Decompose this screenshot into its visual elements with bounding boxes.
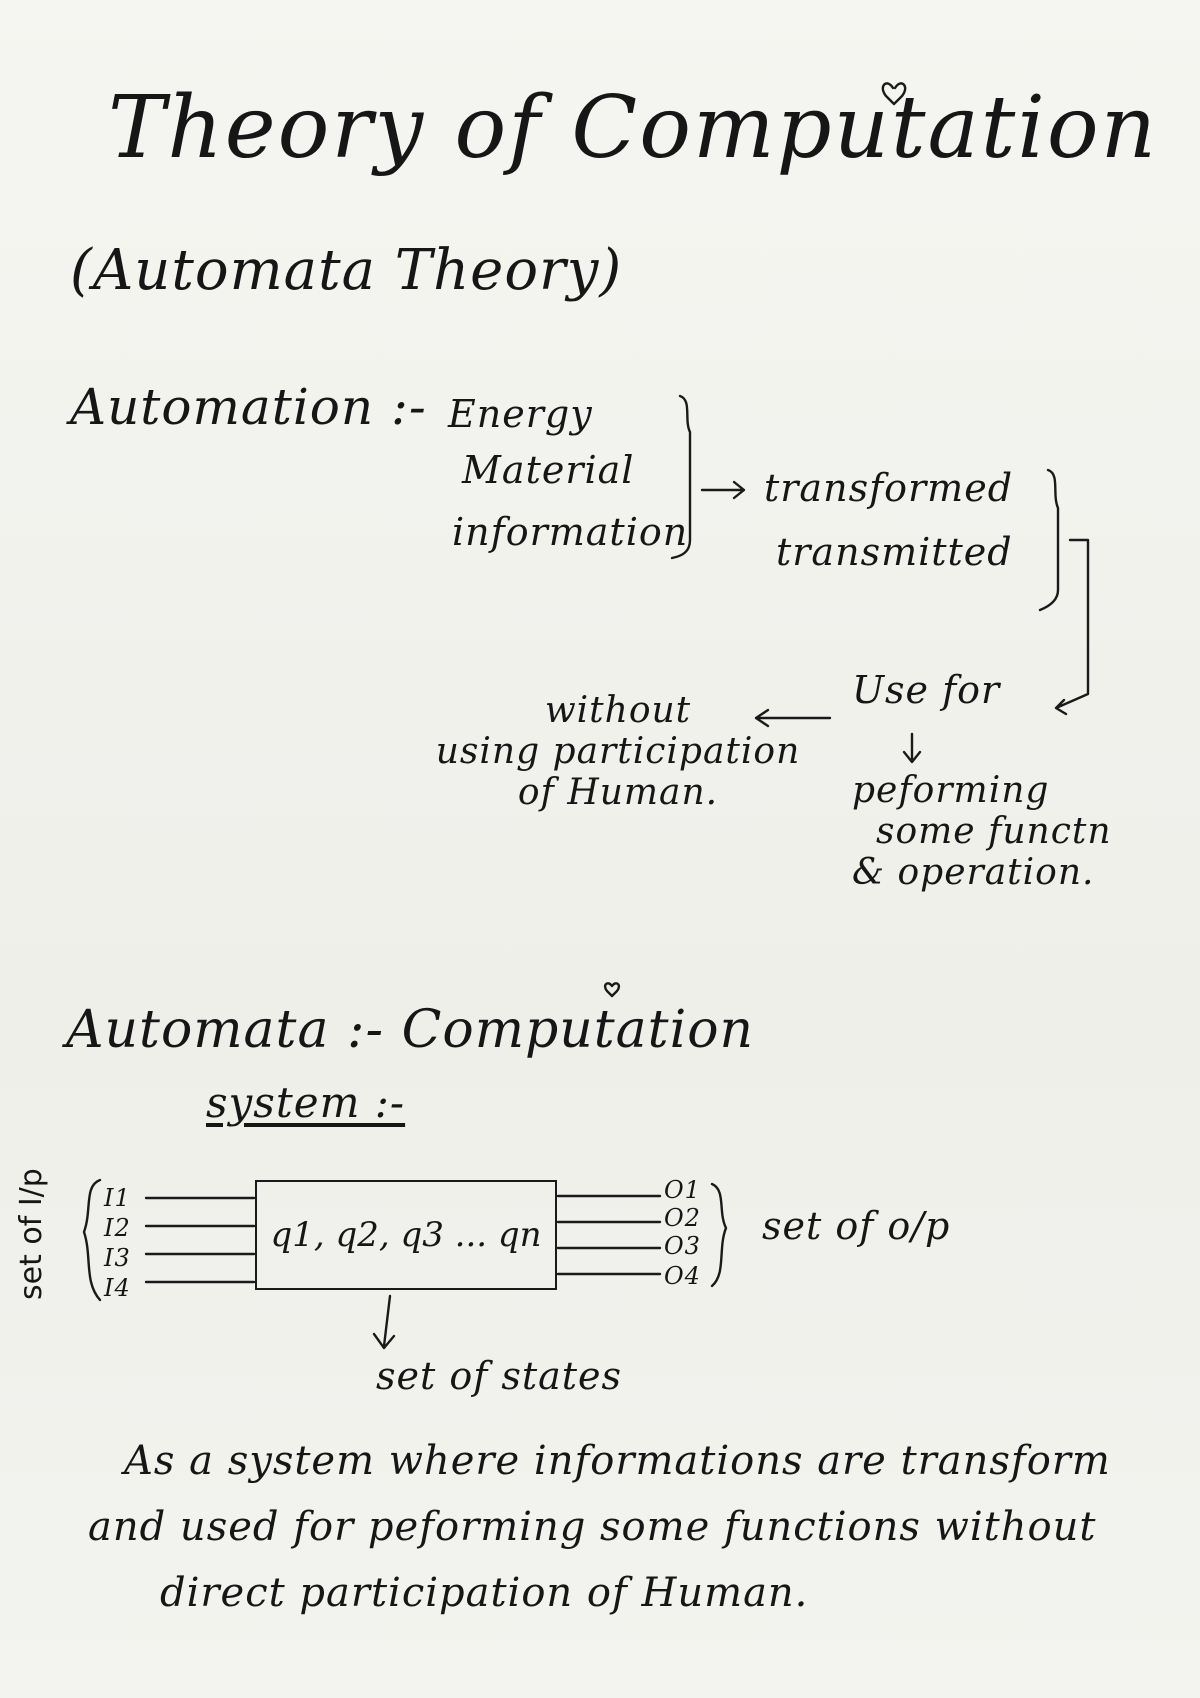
small-heart-icon: [603, 982, 621, 998]
performing-note-line-2: some functn: [876, 811, 1112, 852]
input-label-4: I4: [104, 1274, 131, 1302]
performing-note-line-3: & operation.: [852, 852, 1095, 893]
definition-paragraph: As a system where informations are trans…: [88, 1428, 1188, 1626]
input-label-2: I2: [104, 1214, 131, 1242]
inputs-brace: [82, 1178, 102, 1302]
definition-line-1: As a system where informations are trans…: [124, 1438, 1111, 1484]
automation-heading: Automation :-: [70, 378, 427, 436]
output-label-4: O4: [664, 1262, 701, 1290]
automation-item-information: information: [452, 510, 689, 554]
states-text: q1, q2, q3 ... qn: [270, 1215, 542, 1255]
states-box: q1, q2, q3 ... qn: [255, 1180, 557, 1290]
input-label-3: I3: [104, 1244, 131, 1272]
output-label-3: O3: [664, 1232, 701, 1260]
arrow-to-transformed: [700, 480, 746, 500]
system-label: system :-: [206, 1078, 406, 1127]
page-title: Theory of Computation: [108, 78, 1159, 178]
page-subtitle: (Automata Theory): [70, 238, 623, 303]
transform-brace: [1038, 468, 1060, 612]
performing-note: peforming some functn & operation.: [852, 770, 1152, 893]
without-note-line-3: of Human.: [517, 772, 719, 813]
inputs-set-label: set of I/p: [14, 1168, 49, 1300]
outputs-set-label: set of o/p: [762, 1204, 951, 1248]
use-for-label: Use for: [852, 668, 1001, 712]
performing-note-line-1: peforming: [852, 770, 1050, 811]
automation-item-material: Material: [462, 448, 635, 492]
automation-item-energy: Energy: [448, 392, 593, 436]
use-for-connector: [1054, 538, 1090, 716]
output-label-1: O1: [664, 1176, 701, 1204]
arrow-to-states: [372, 1294, 396, 1350]
transmitted-label: transmitted: [776, 530, 1013, 574]
input-label-1: I1: [104, 1184, 131, 1212]
definition-line-3: direct participation of Human.: [160, 1570, 809, 1616]
transformed-label: transformed: [764, 466, 1014, 510]
outputs-brace: [710, 1182, 728, 1288]
states-set-label: set of states: [376, 1354, 623, 1398]
without-note-line-2: using participation: [435, 731, 801, 772]
output-label-2: O2: [664, 1204, 701, 1232]
automata-heading: Automata :- Computation: [66, 1000, 755, 1060]
definition-line-2: and used for peforming some functions wi…: [88, 1504, 1097, 1550]
arrow-down-performing: [902, 732, 922, 764]
without-note: without using participation of Human.: [428, 690, 808, 813]
without-note-line-1: without: [544, 690, 692, 731]
